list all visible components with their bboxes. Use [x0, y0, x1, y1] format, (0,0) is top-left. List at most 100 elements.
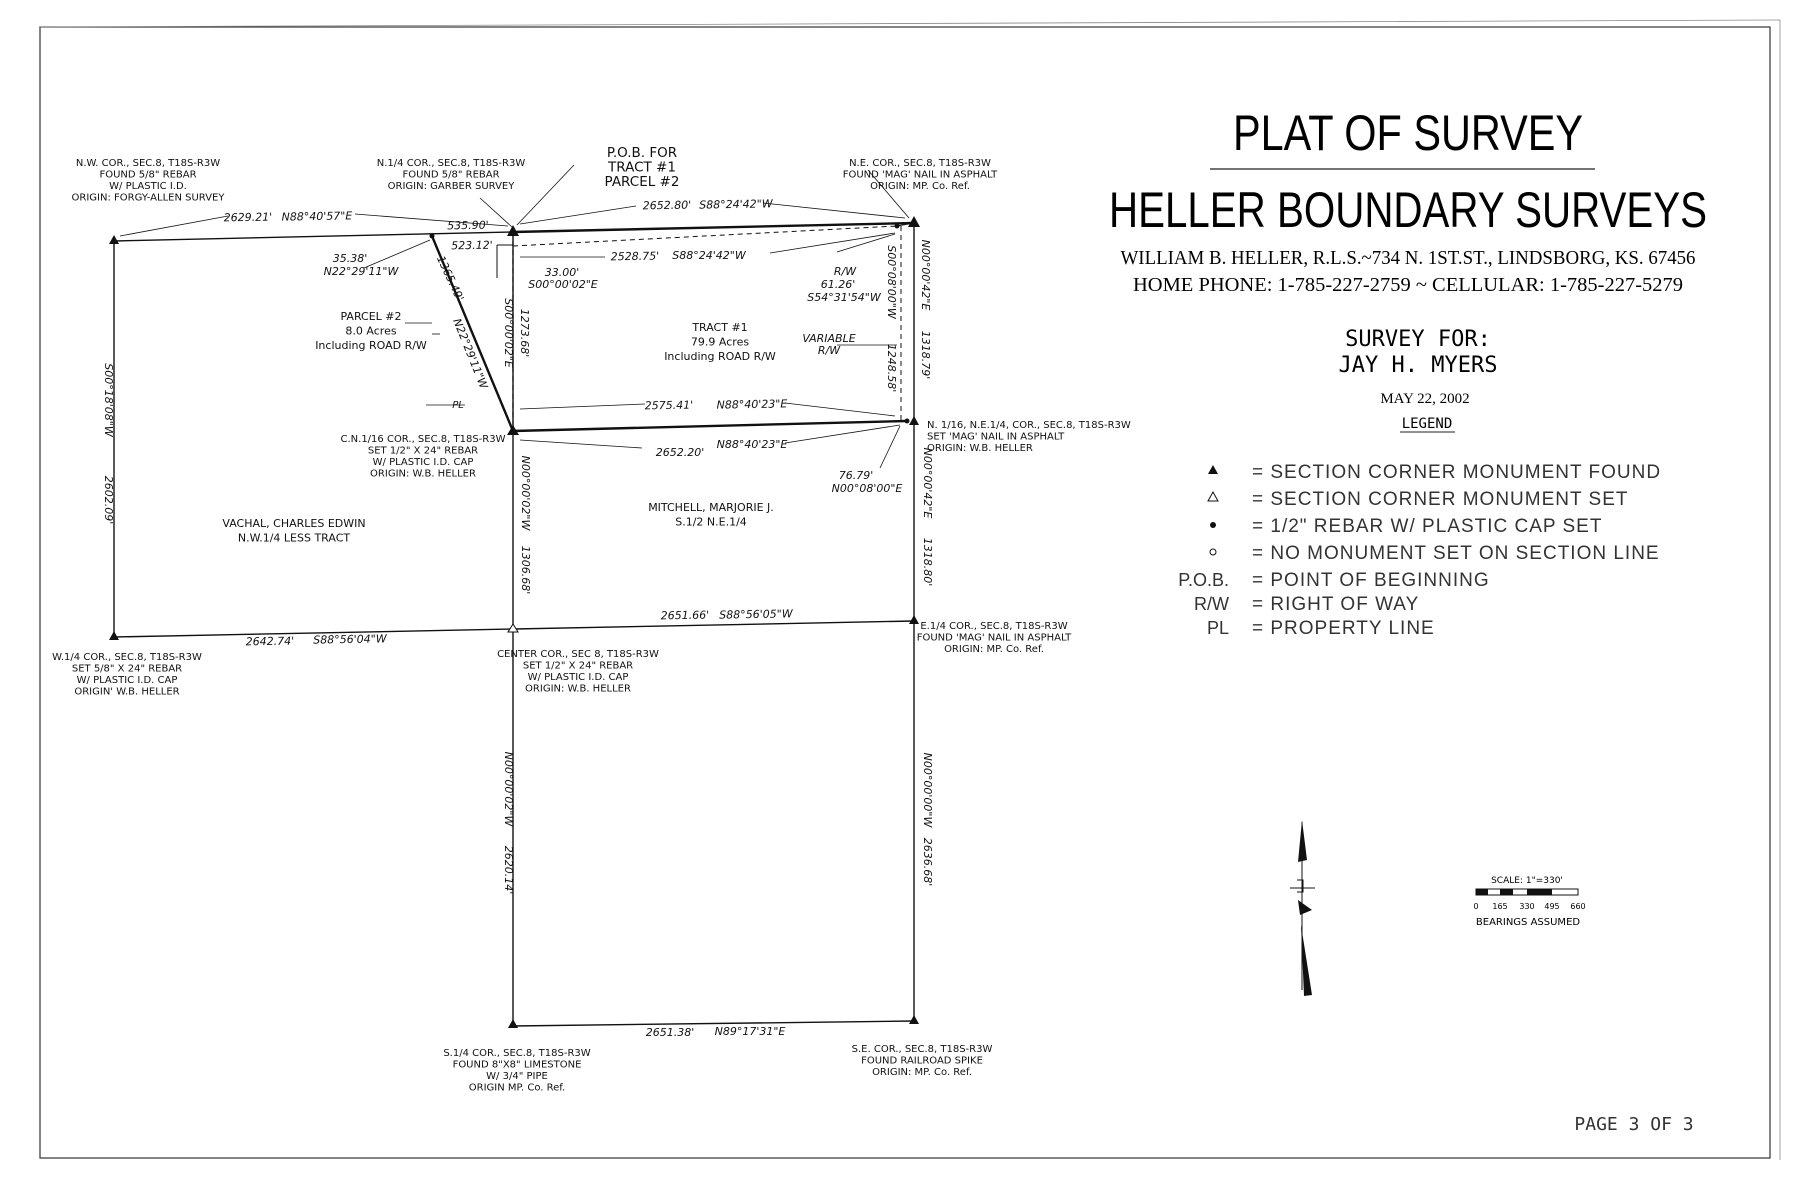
label-line: TRACT #1 [607, 160, 676, 176]
parcel-diagonal [430, 235, 515, 432]
legend-row: R/W= RIGHT OF WAY [1194, 594, 1419, 615]
label-line: W/ PLASTIC I.D. CAP [77, 675, 178, 686]
call-east-1318: 1318.79' [919, 331, 932, 380]
label-line: FOUND 8"X8" LIMESTONE [453, 1060, 582, 1071]
label-line: S.E. COR., SEC.8, T18S-R3W [852, 1044, 993, 1055]
scale-tick-label: 495 [1544, 902, 1559, 911]
call-north-535: 535.90' [447, 219, 489, 233]
call-inner-dist: 2528.75' [611, 250, 660, 264]
page-number: PAGE 3 OF 3 [1574, 1114, 1693, 1135]
company-name: HELLER BOUNDARY SURVEYS [1109, 182, 1707, 238]
dimension-line [769, 232, 896, 254]
label-line: TRACT #1 [691, 321, 747, 334]
label-line: N.W.1/4 LESS TRACT [238, 532, 351, 545]
rebar-set-icon [904, 418, 910, 424]
label-line: P.O.B. FOR [607, 145, 677, 161]
call-north-523: 523.12' [451, 239, 493, 253]
call-east-low-brg: N00°00'00"W [921, 753, 934, 829]
sheet-edge-line [39, 19, 1781, 28]
call-mid-1273: 1273.68' [518, 309, 531, 358]
label-line: ORIGIN' W.B. HELLER [74, 687, 179, 698]
rebar-set-icon [429, 233, 435, 239]
call-center-w-brg: S88°56'04"W [313, 632, 388, 646]
legend-text: = SECTION CORNER MONUMENT FOUND [1252, 462, 1661, 483]
legend-text: = RIGHT OF WAY [1252, 594, 1419, 615]
label-line: Including ROAD R/W [315, 339, 427, 352]
leader-line [516, 164, 575, 226]
dimension-line [519, 439, 643, 449]
call-tract-south-brg: N88°40'23"E [716, 397, 787, 411]
call-east-1248: 1248.58' [885, 344, 898, 393]
legend-row: = SECTION CORNER MONUMENT SET [1207, 489, 1628, 510]
monument-set-icon [1207, 490, 1219, 502]
surveyor-address: WILLIAM B. HELLER, R.L.S.~734 N. 1ST.ST.… [1121, 247, 1696, 269]
label-line: ORIGIN MP. Co. Ref. [469, 1083, 566, 1094]
call-south-mid-dist: 2620.14' [502, 846, 515, 895]
scale-tick-label: 165 [1492, 902, 1507, 911]
sheet-border [39, 26, 1771, 1159]
call-south-dist: 2651.38' [646, 1026, 695, 1039]
legend-text: = SECTION CORNER MONUMENT SET [1252, 489, 1628, 510]
call-r7679: 76.79' [839, 469, 874, 482]
scale-bar-segment [1527, 889, 1552, 895]
scale-bar-segment [1476, 889, 1488, 895]
label-line: E.1/4 COR., SEC.8, T18S-R3W [920, 621, 1067, 632]
leader-line [867, 169, 910, 219]
dimension-line [519, 205, 637, 225]
label-line: S.1/2 N.E.1/4 [675, 516, 747, 529]
monument-found-icon [109, 235, 119, 244]
label-line: W/ PLASTIC I.D. [109, 181, 187, 192]
monument-found-icon [908, 216, 920, 227]
dimension-line [354, 213, 509, 227]
north-arrow-icon [1290, 820, 1315, 996]
monument-found-icon [508, 1019, 518, 1028]
label-line: N.1/4 COR., SEC.8, T18S-R3W [377, 158, 526, 169]
label-line: VACHAL, CHARLES EDWIN [222, 517, 365, 530]
north-line-tract [512, 221, 915, 234]
legend-row: P.O.B.= POINT OF BEGINNING [1178, 570, 1490, 591]
legend-row: = NO MONUMENT SET ON SECTION LINE [1209, 543, 1660, 564]
call-tract-south-dist: 2575.41' [645, 399, 694, 413]
legend-row: PL= PROPERTY LINE [1207, 618, 1435, 639]
label-line: ORIGIN: W.B. HELLER [927, 443, 1033, 454]
label-line: ORIGIN: FORGY-ALLEN SURVEY [72, 193, 226, 204]
legend-text: = POINT OF BEGINNING [1252, 570, 1490, 591]
call-mid-lower-dist: 1306.68' [519, 546, 532, 595]
call-mid-1273-brg: S00°00'02"E [502, 298, 515, 368]
surveyor-phones: HOME PHONE: 1-785-227-2759 ~ CELLULAR: 1… [1133, 274, 1683, 296]
call-east-upper-brg: N00°00'42"E [919, 240, 932, 311]
monument-found-icon [507, 225, 519, 236]
call-r7679-brg: N00°08'00"E [832, 482, 903, 495]
leader-line [479, 197, 513, 228]
label-line: PARCEL #2 [340, 310, 401, 323]
monument-found-icon [909, 416, 919, 425]
call-c116-brg: N88°40'23"E [717, 438, 788, 451]
no-monument-icon [1209, 548, 1217, 556]
label-line: W/ PLASTIC I.D. CAP [373, 457, 474, 468]
label-line: ORIGIN: GARBER SURVEY [388, 181, 516, 192]
call-variable-rw: R/W [818, 344, 841, 357]
rebar-set-icon [894, 223, 900, 229]
title-block: PLAT OF SURVEY HELLER BOUNDARY SURVEYS W… [1109, 105, 1707, 433]
legend-title: LEGEND [1402, 416, 1453, 432]
legend-text: = NO MONUMENT SET ON SECTION LINE [1252, 543, 1660, 564]
call-east-mid-dist: 1318.80' [921, 538, 934, 587]
label-line: ORIGIN: MP. Co. Ref. [944, 644, 1044, 655]
plat-title: PLAT OF SURVEY [1233, 105, 1583, 161]
call-north-ne-brg: S88°24'42"W [699, 197, 774, 211]
legend-text: = PROPERTY LINE [1252, 618, 1435, 639]
call-parcel-diag-dist: 1365.49' [434, 254, 466, 303]
scale-note: BEARINGS ASSUMED [1476, 917, 1580, 928]
south-line [512, 1020, 915, 1027]
monument-found-icon [1208, 465, 1218, 474]
dimension-line [762, 202, 906, 219]
